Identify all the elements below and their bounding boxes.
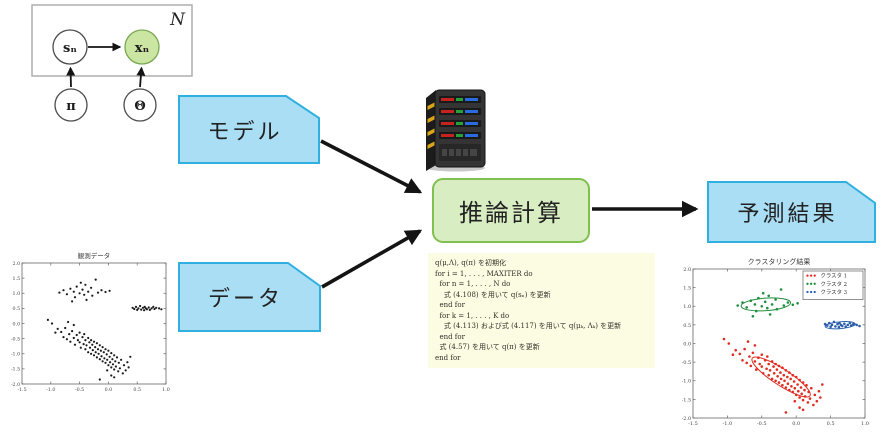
svg-text:0.0: 0.0: [13, 321, 21, 327]
model-tag: モデル: [178, 95, 320, 164]
svg-text:クラスタ 2: クラスタ 2: [821, 280, 848, 288]
svg-text:0.0: 0.0: [105, 387, 113, 392]
svg-text:-2.0: -2.0: [11, 382, 20, 388]
edge-pi-to-s: [66, 66, 76, 88]
svg-text:1.5: 1.5: [683, 286, 691, 292]
chart-title: クラスタリング結果: [748, 257, 811, 266]
inference-box: 推論計算: [432, 178, 590, 243]
scatter-svg: クラスタリング結果 -1.5 -1.0 -0.5 0.0 0.5 1.0 2.0 1.5 1.0 0…: [682, 257, 869, 427]
scatter-points: [722, 337, 824, 414]
edge-theta-to-x: [136, 66, 146, 88]
node-theta-circle: [123, 88, 157, 122]
plot-frame: [21, 262, 167, 385]
svg-text:-0.5: -0.5: [757, 421, 767, 427]
scatter-points: [46, 278, 163, 381]
svg-text:0.0: 0.0: [683, 341, 691, 347]
result-tag: 予測結果: [707, 181, 876, 243]
svg-text:2.0: 2.0: [683, 267, 691, 273]
svg-text:0.5: 0.5: [133, 387, 141, 392]
cluster-ellipse: [740, 297, 792, 312]
svg-text:-1.0: -1.0: [723, 421, 733, 427]
scatter-points: [823, 320, 861, 329]
svg-text:1.0: 1.0: [683, 304, 691, 310]
svg-text:クラスタ 1: クラスタ 1: [821, 272, 848, 280]
svg-text:-1.5: -1.5: [11, 367, 20, 373]
node-s-label: sₙ: [63, 41, 77, 56]
svg-text:-0.5: -0.5: [11, 336, 20, 342]
model-tag-shape: [178, 95, 320, 164]
node-x-label: xₙ: [135, 41, 150, 56]
pseudocode-box: q(μ,Λ), q(π) を初期化 for i = 1, . . . , MAX…: [428, 253, 655, 368]
svg-text:0.0: 0.0: [792, 421, 800, 427]
svg-text:-0.5: -0.5: [682, 360, 691, 366]
observed-data-chart: 観測データ -1.5 -1.0 -0.5 0.0 0.5 1.0 2.0 1.5 1.0 0.5 0.…: [8, 250, 178, 393]
model-tag-label: モデル: [207, 119, 283, 145]
data-tag-label: データ: [207, 287, 283, 312]
axis-ticks: -1.5 -1.0 -0.5 0.0 0.5 1.0 2.0 1.5 1.0 0.5 0.0 -0.5…: [11, 261, 170, 393]
node-s-circle: [52, 29, 88, 65]
inference-box-label: 推論計算: [459, 199, 563, 227]
plate-label: N: [169, 10, 186, 30]
svg-text:-1.5: -1.5: [682, 397, 691, 403]
svg-text:-1.5: -1.5: [17, 387, 26, 392]
arrow-data-to-inference: [321, 229, 423, 289]
svg-text:1.5: 1.5: [13, 276, 21, 282]
data-tag-shape: [178, 262, 321, 332]
clustering-result-chart: クラスタリング結果 -1.5 -1.0 -0.5 0.0 0.5 1.0 2.0 1.5 1.0 0…: [682, 256, 882, 432]
graphical-model: N sₙ xₙ π Θ: [31, 4, 193, 122]
svg-text:2.0: 2.0: [13, 261, 21, 267]
cluster-ellipse: [751, 356, 811, 398]
svg-text:-1.0: -1.0: [11, 352, 20, 358]
svg-text:-1.5: -1.5: [688, 421, 698, 427]
svg-text:1.0: 1.0: [861, 421, 869, 427]
node-x-circle: [124, 29, 160, 65]
arrow-model-to-inference: [320, 139, 423, 194]
svg-text:0.5: 0.5: [683, 323, 691, 329]
result-tag-label: 予測結果: [737, 202, 838, 227]
svg-text:1.0: 1.0: [162, 387, 170, 392]
pseudocode-text: q(μ,Λ), q(π) を初期化 for i = 1, . . . , MAX…: [435, 259, 622, 362]
svg-text:クラスタ 3: クラスタ 3: [821, 288, 848, 296]
svg-text:0.5: 0.5: [827, 421, 835, 427]
scatter-svg: 観測データ -1.5 -1.0 -0.5 0.0 0.5 1.0 2.0 1.5 1.0 0.5 0.…: [11, 251, 170, 393]
svg-text:-1.0: -1.0: [46, 387, 55, 392]
chart-title: 観測データ: [78, 251, 111, 260]
svg-text:0.5: 0.5: [13, 306, 21, 312]
svg-text:-2.0: -2.0: [682, 416, 691, 422]
svg-text:-0.5: -0.5: [75, 387, 84, 392]
node-pi-circle: [54, 88, 88, 122]
svg-text:1.0: 1.0: [13, 291, 21, 297]
svg-text:-1.0: -1.0: [682, 379, 691, 385]
node-theta-label: Θ: [134, 99, 145, 114]
server-icon: [426, 89, 486, 172]
cluster-ellipse: [824, 321, 856, 330]
data-tag: データ: [178, 262, 321, 332]
result-tag-shape: [707, 181, 876, 243]
axis-ticks: -1.5 -1.0 -0.5 0.0 0.5 1.0 2.0 1.5 1.0 0.5 0.0 -0.5…: [682, 267, 869, 427]
node-pi-label: π: [66, 99, 76, 114]
